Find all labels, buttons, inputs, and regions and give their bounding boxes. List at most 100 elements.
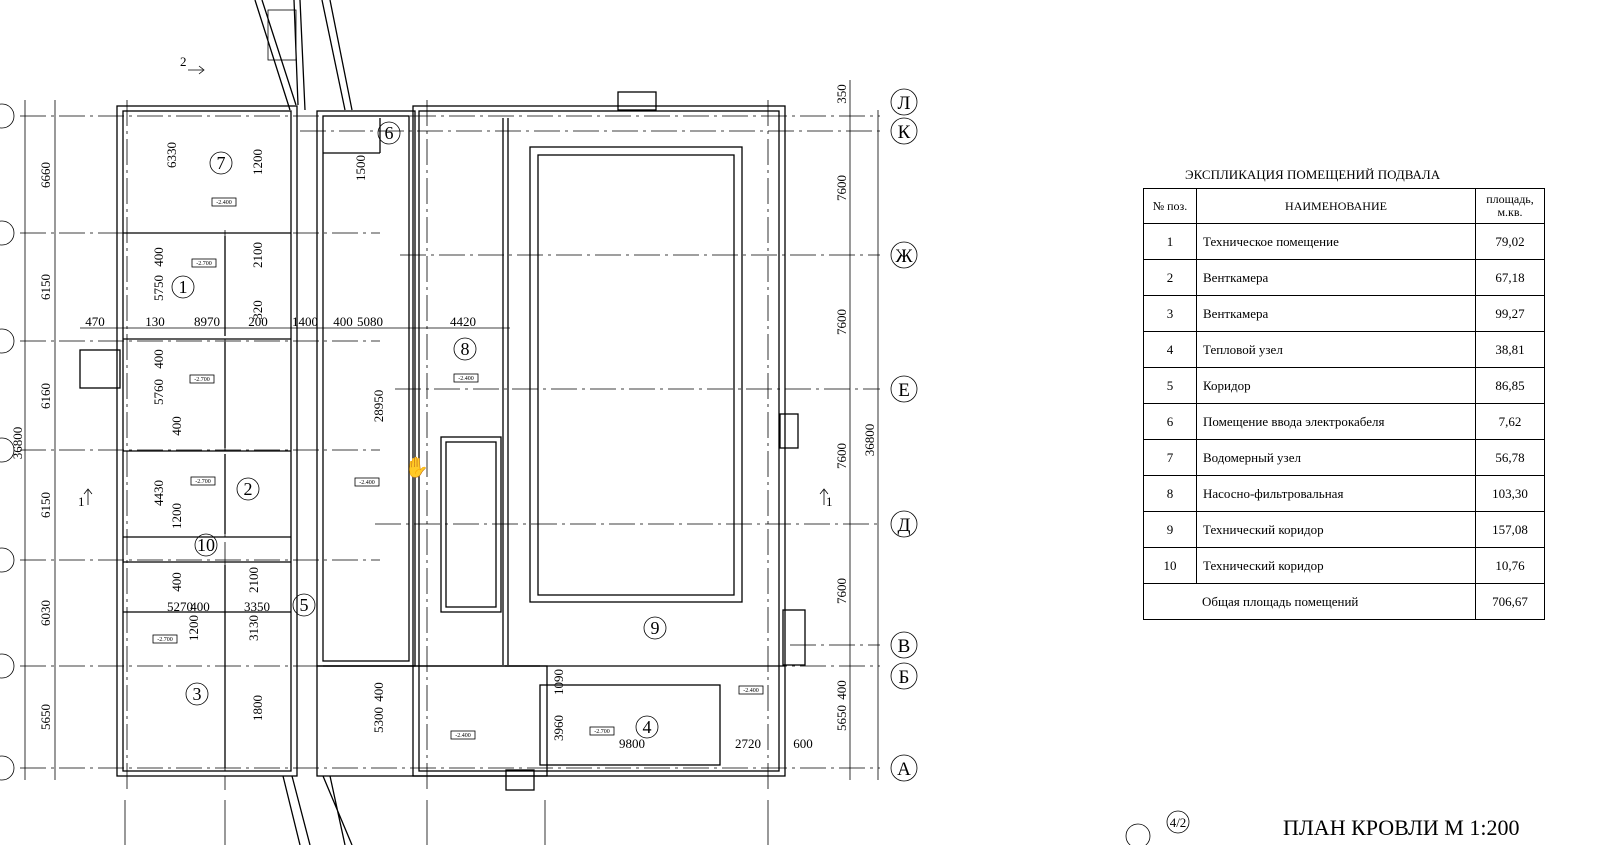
dim-text: 7600 — [834, 175, 849, 201]
dim-text: 400 — [169, 416, 184, 436]
cell-area: 103,30 — [1475, 475, 1545, 512]
dim-text: 6150 — [38, 492, 53, 518]
dim-text: 6160 — [38, 383, 53, 409]
total-area: 706,67 — [1475, 583, 1545, 620]
cell-name: Помещение ввода электрокабеля — [1196, 403, 1476, 440]
elevation-mark: -2.700 — [194, 377, 210, 383]
axis-label: Ж — [895, 246, 913, 267]
dim-text: 1800 — [250, 695, 265, 721]
axis-label: Е — [898, 380, 910, 401]
right-dimensions: 350 7600 7600 7600 7600 5650 400 36800 — [834, 84, 877, 731]
dim-text: 7600 — [834, 309, 849, 335]
axis-markers: Л К Ж Е Д В Б А — [0, 88, 918, 782]
section-marks: 1 1 2 — [78, 54, 833, 509]
room-number: 2 — [244, 479, 253, 499]
cell-name: Венткамера — [1196, 295, 1476, 332]
dim-text: 4420 — [450, 314, 476, 329]
dim-text: 36800 — [862, 424, 877, 457]
dim-text: 1200 — [250, 149, 265, 175]
elevation-mark: -2.700 — [594, 729, 610, 735]
dim-text: 1400 — [292, 314, 318, 329]
room-number: 5 — [300, 595, 309, 615]
dim-text: 5650 — [38, 704, 53, 730]
header-area: площадь, м.кв. — [1475, 188, 1545, 224]
axis-label: Б — [899, 667, 910, 688]
section-mark: 1 — [78, 494, 85, 509]
roof-plan-title: ПЛАН КРОВЛИ М 1:200 — [1283, 815, 1520, 840]
elevation-mark: -2.700 — [196, 261, 212, 267]
dim-text: 1500 — [353, 155, 368, 181]
explication-title: ЭКСПЛИКАЦИЯ ПОМЕЩЕНИЙ ПОДВАЛА — [1185, 167, 1441, 182]
elevation-mark: -2.700 — [157, 637, 173, 643]
axis-label: А — [897, 759, 911, 780]
reference-label: 4/2 — [1170, 815, 1187, 830]
dim-text: 2720 — [735, 736, 761, 751]
cell-pos: 8 — [1143, 475, 1197, 512]
dim-text: 7600 — [834, 578, 849, 604]
dim-text: 9800 — [619, 736, 645, 751]
dim-text: 36800 — [10, 427, 25, 460]
dim-text: 3130 — [246, 615, 261, 641]
cell-area: 79,02 — [1475, 223, 1545, 260]
left-dimensions: 6660 6150 6160 6150 6030 5650 36800 — [10, 162, 53, 730]
elevation-mark: -2.400 — [359, 480, 375, 486]
cell-area: 56,78 — [1475, 439, 1545, 476]
cell-area: 157,08 — [1475, 511, 1545, 548]
room-number: 7 — [217, 153, 226, 173]
cell-name: Тепловой узел — [1196, 331, 1476, 368]
elevation-mark: -2.400 — [216, 200, 232, 206]
elevation-mark: -2.400 — [458, 376, 474, 382]
dim-text: 400 — [169, 572, 184, 592]
room-number: 3 — [193, 684, 202, 704]
inner-dimensions: 6330 1200 5750 400 2100 320 5760 400 400… — [151, 142, 813, 751]
dim-text: 5650 — [834, 705, 849, 731]
cell-pos: 6 — [1143, 403, 1197, 440]
elevation-mark: -2.400 — [455, 733, 471, 739]
axis-label: Л — [898, 93, 911, 114]
dim-text: 470 — [85, 314, 105, 329]
dim-text: 2100 — [250, 242, 265, 268]
dim-text: 1200 — [169, 503, 184, 529]
room-number: 4 — [643, 717, 652, 737]
dim-text: 3960 — [551, 715, 566, 741]
dim-text: 400 — [333, 314, 353, 329]
dim-text: 200 — [248, 314, 268, 329]
cell-pos: 3 — [1143, 295, 1197, 332]
elevation-mark: -2.700 — [195, 479, 211, 485]
dim-text: 3350 — [244, 599, 270, 614]
cell-name: Насосно-фильтровальная — [1196, 475, 1476, 512]
dim-text: 28950 — [371, 390, 386, 423]
dim-text: 5270 — [167, 599, 193, 614]
cell-name: Технический коридор — [1196, 511, 1476, 548]
total-label: Общая площадь помещений — [1143, 583, 1476, 620]
cell-area: 99,27 — [1475, 295, 1545, 332]
dim-text: 8970 — [194, 314, 220, 329]
cell-pos: 4 — [1143, 331, 1197, 368]
room-number: 8 — [461, 339, 470, 359]
dim-text: 400 — [371, 682, 386, 702]
dim-text: 2100 — [246, 567, 261, 593]
room-number: 9 — [651, 618, 660, 638]
cell-area: 86,85 — [1475, 367, 1545, 404]
dim-text: 400 — [190, 599, 210, 614]
cell-pos: 2 — [1143, 259, 1197, 296]
cell-area: 38,81 — [1475, 331, 1545, 368]
dim-text: 320 — [250, 300, 265, 320]
hand-cursor-icon: ✋ — [404, 455, 429, 479]
dim-text: 400 — [151, 247, 166, 267]
dim-text: 1200 — [186, 615, 201, 641]
dim-text: 6330 — [164, 142, 179, 168]
dim-text: 5080 — [357, 314, 383, 329]
axis-label: К — [898, 122, 911, 143]
grid-lines — [20, 100, 880, 790]
top-dimensions: 470 130 8970 200 1400 400 5080 4420 — [85, 314, 476, 329]
